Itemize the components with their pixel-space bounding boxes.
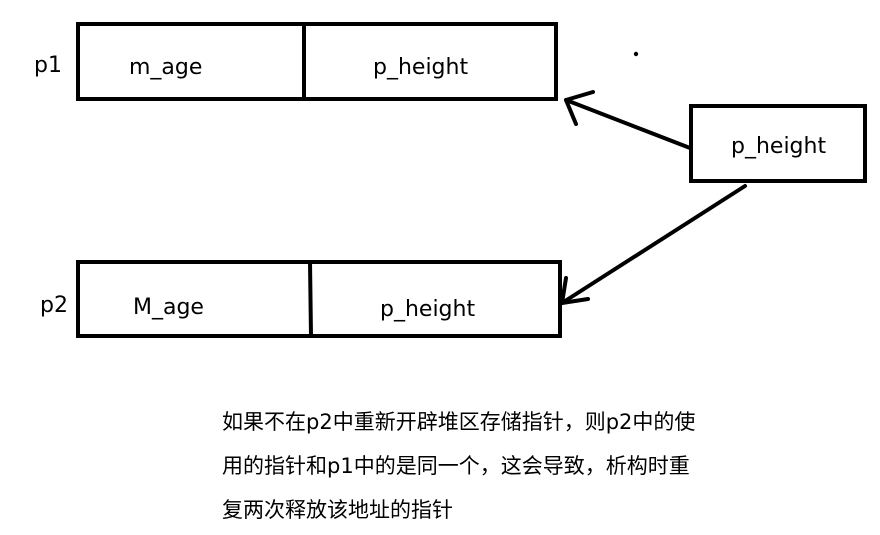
row1-field-age: m_age: [129, 55, 202, 80]
stray-dot: [633, 51, 639, 57]
pointer-target-box: [689, 104, 867, 183]
arrow-to-row1-shaft: [564, 98, 692, 150]
row1-object-box: [76, 22, 558, 101]
explanation-line-2: 用的指针和p1中的是同一个，这会导致，析构时重: [222, 454, 690, 478]
row2-field-age: M_age: [133, 295, 204, 320]
pointer-target-label: p_height: [731, 134, 826, 159]
arrow-to-row1-head: [564, 90, 595, 126]
row2-divider: [308, 261, 313, 337]
row2-object-box: [76, 260, 562, 338]
row1-outline: [76, 22, 558, 101]
row1-label: p1: [34, 53, 62, 78]
row1-field-height: p_height: [373, 55, 468, 80]
arrow-to-row2: [560, 184, 747, 305]
arrow-to-row2-shaft: [560, 184, 747, 305]
row2-field-height: p_height: [380, 297, 475, 322]
explanation-line-1: 如果不在p2中重新开辟堆区存储指针，则p2中的使: [222, 410, 696, 434]
arrow-to-row1: [564, 90, 692, 150]
explanation-text: 如果不在p2中重新开辟堆区存储指针，则p2中的使 用的指针和p1中的是同一个，这…: [222, 400, 762, 532]
explanation-line-3: 复两次释放该地址的指针: [222, 498, 453, 522]
row2-outline: [76, 260, 562, 338]
row2-label: p2: [40, 293, 68, 318]
